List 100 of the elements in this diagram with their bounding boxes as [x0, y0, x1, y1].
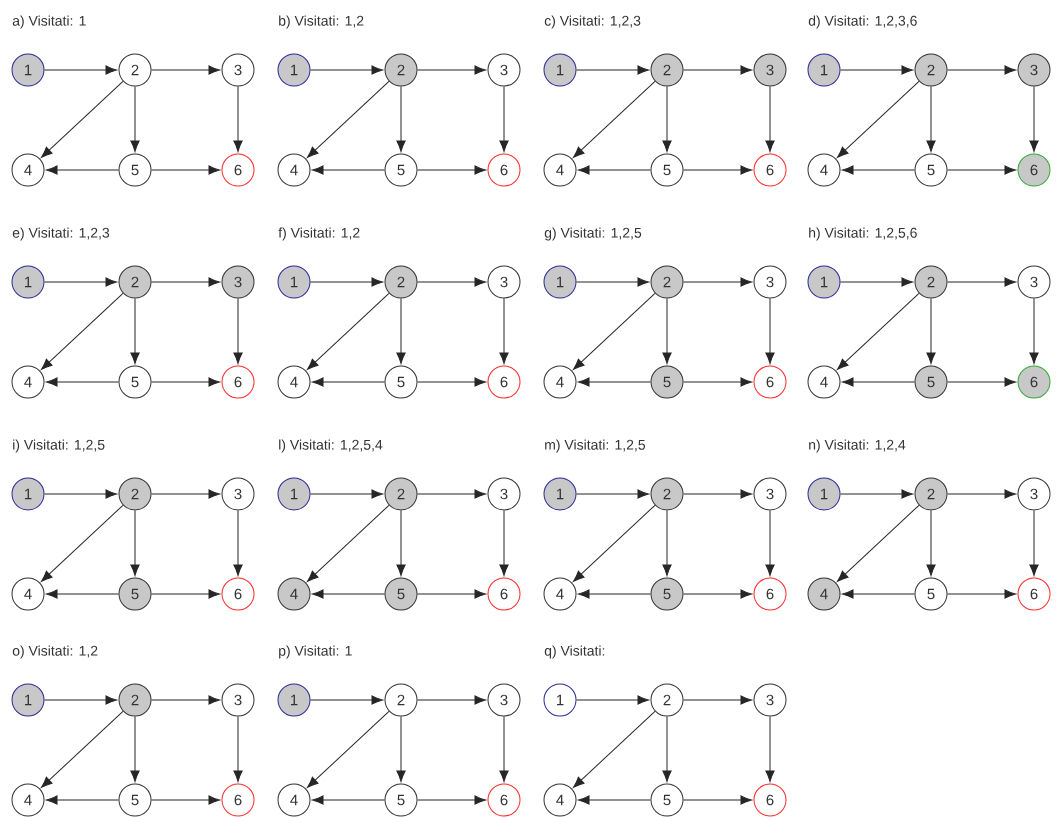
arrow [130, 86, 140, 152]
arrow [307, 80, 390, 158]
graph-node: 2 [118, 265, 152, 299]
graph-node: 4 [807, 365, 841, 399]
arrow [44, 695, 117, 705]
arrow [44, 65, 117, 75]
graph-node: 5 [118, 577, 152, 611]
arrow [151, 377, 220, 387]
graph-node: 4 [543, 365, 577, 399]
arrow [307, 710, 390, 788]
arrow [573, 504, 656, 582]
graph-node: 1 [277, 53, 311, 87]
arrow [578, 795, 651, 805]
graph-node: 4 [543, 577, 577, 611]
graph-node: 1 [11, 53, 45, 87]
arrow [417, 795, 486, 805]
arrow [837, 292, 920, 370]
graph-node: 4 [543, 153, 577, 187]
arrow [41, 80, 124, 158]
arrow [683, 489, 752, 499]
graph-node: 5 [384, 577, 418, 611]
panel-label: b) Visitati: 1,2 [279, 15, 364, 29]
arrow [233, 716, 243, 782]
panel-label: o) Visitati: 1,2 [12, 645, 98, 659]
graph-node: 5 [914, 153, 948, 187]
graph-node: 5 [914, 365, 948, 399]
arrow [396, 298, 406, 364]
arrow [573, 710, 656, 788]
graph-node: 3 [753, 53, 787, 87]
arrow [233, 510, 243, 576]
graph-node: 1 [277, 265, 311, 299]
arrow [576, 489, 649, 499]
graph-node: 6 [1017, 365, 1051, 399]
arrow [41, 710, 124, 788]
arrow [46, 589, 119, 599]
graph-node: 3 [753, 683, 787, 717]
graph-node: 5 [118, 365, 152, 399]
arrow [417, 589, 486, 599]
panel-label: c) Visitati: 1,2,3 [544, 15, 641, 29]
arrow [573, 80, 656, 158]
graph-node: 2 [118, 53, 152, 87]
graph-node: 1 [807, 53, 841, 87]
arrow [1029, 298, 1039, 364]
arrow [310, 489, 383, 499]
graph-node: 2 [914, 53, 948, 87]
graph-node: 3 [1017, 477, 1051, 511]
panel-label: p) Visitati: 1 [279, 645, 352, 659]
arrow [576, 277, 649, 287]
graph-node: 1 [543, 683, 577, 717]
arrow [312, 795, 385, 805]
arrow [840, 65, 913, 75]
graph-node: 6 [753, 783, 787, 817]
arrow [499, 716, 509, 782]
arrow [683, 165, 752, 175]
panel-label: n) Visitati: 1,2,4 [809, 439, 906, 453]
graph-node: 1 [543, 53, 577, 87]
graph-node: 2 [650, 53, 684, 87]
arrow [947, 489, 1016, 499]
arrow [307, 292, 390, 370]
graph-node: 2 [914, 477, 948, 511]
arrow [947, 589, 1016, 599]
graph-node: 4 [277, 783, 311, 817]
arrow [312, 589, 385, 599]
arrow [417, 277, 486, 287]
arrow [130, 510, 140, 576]
graph-node: 4 [277, 365, 311, 399]
arrow [683, 65, 752, 75]
arrow [46, 165, 119, 175]
graph-node: 6 [487, 783, 521, 817]
graph-node: 1 [277, 477, 311, 511]
graph-node: 5 [384, 783, 418, 817]
arrow [130, 298, 140, 364]
graph-node: 6 [487, 153, 521, 187]
arrow [840, 277, 913, 287]
arrow [417, 695, 486, 705]
arrow [683, 377, 752, 387]
arrow [151, 165, 220, 175]
arrow [1029, 510, 1039, 576]
graph-node: 4 [807, 153, 841, 187]
arrow [499, 510, 509, 576]
graph-node: 2 [650, 477, 684, 511]
arrow [417, 65, 486, 75]
arrow [765, 716, 775, 782]
graph-node: 2 [650, 683, 684, 717]
graph-node: 3 [487, 53, 521, 87]
arrow [151, 65, 220, 75]
graph-node: 6 [221, 153, 255, 187]
panel-label: q) Visitati: [544, 645, 605, 659]
arrow [837, 504, 920, 582]
arrow [396, 716, 406, 782]
arrow [578, 589, 651, 599]
graph-node: 1 [11, 683, 45, 717]
graph-node: 5 [118, 153, 152, 187]
arrow [151, 695, 220, 705]
graph-node: 5 [118, 783, 152, 817]
graph-node: 2 [384, 53, 418, 87]
graph-node: 6 [753, 153, 787, 187]
arrow [417, 489, 486, 499]
arrow [926, 86, 936, 152]
graph-node: 2 [650, 265, 684, 299]
